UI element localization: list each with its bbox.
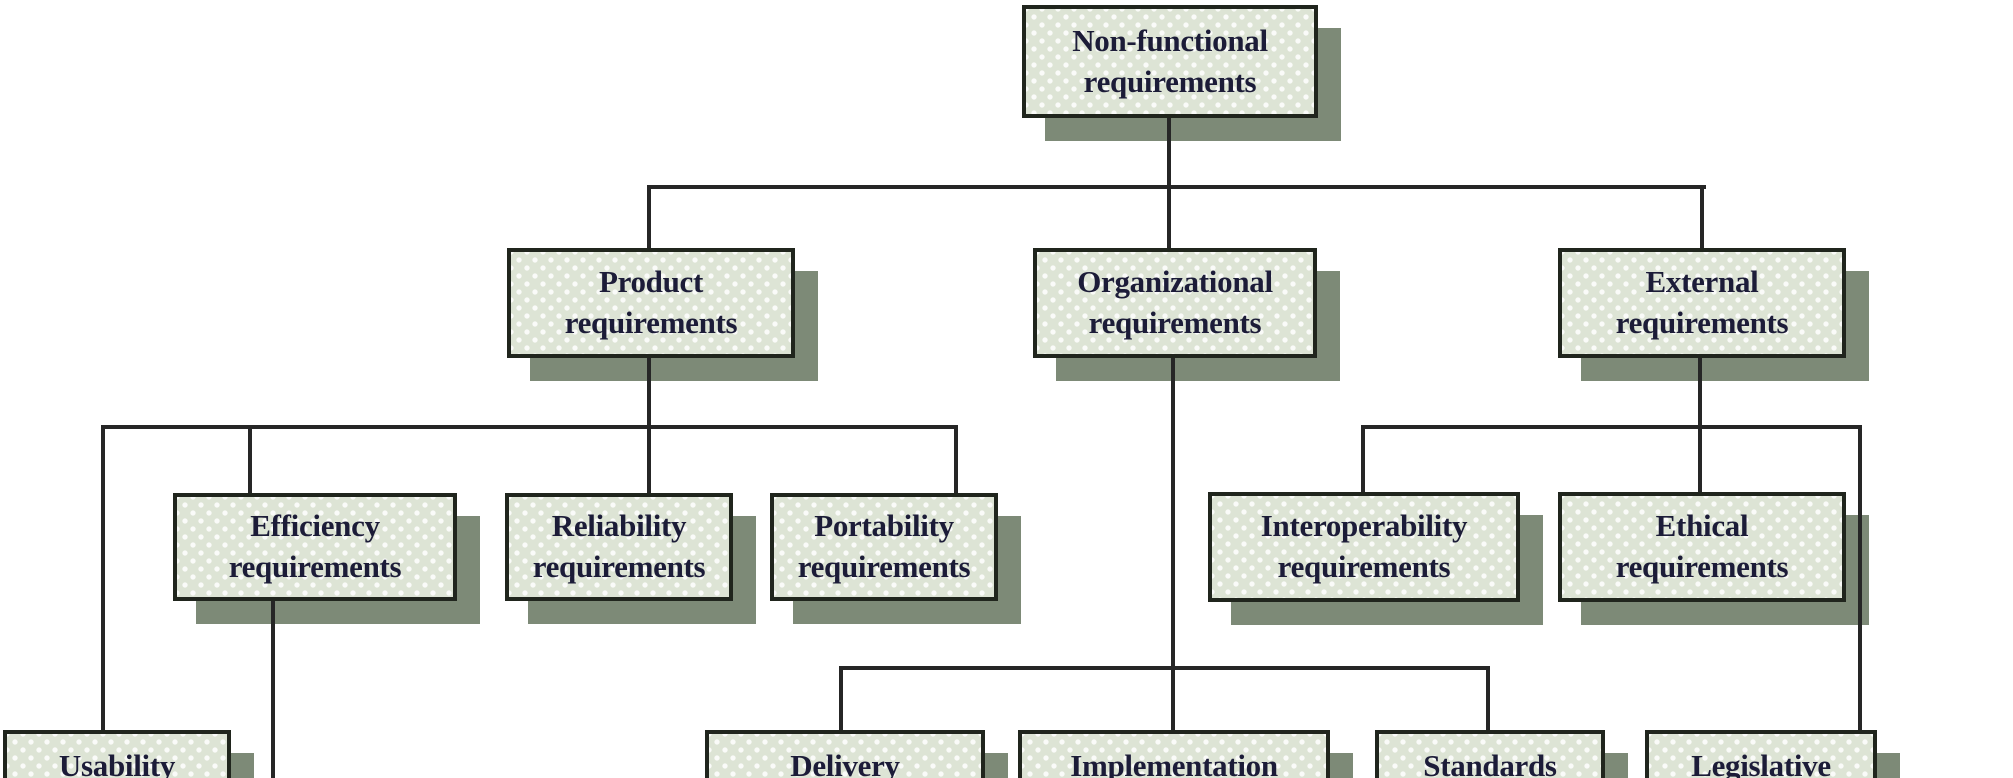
node-portability-requirements: Portability requirements bbox=[770, 493, 998, 601]
node-legislative-requirements: Legislative bbox=[1645, 730, 1877, 778]
connector-line bbox=[839, 666, 843, 732]
connector-line bbox=[1361, 425, 1862, 429]
node-standards-requirements: Standards bbox=[1375, 730, 1605, 778]
node-external-requirements: External requirements bbox=[1558, 248, 1846, 358]
node-delivery-requirements: Delivery bbox=[705, 730, 985, 778]
node-reliability-requirements: Reliability requirements bbox=[505, 493, 733, 601]
connector-line bbox=[101, 425, 958, 429]
node-usability-requirements: Usability bbox=[3, 730, 231, 778]
connector-line bbox=[647, 185, 651, 248]
connector-line bbox=[248, 425, 252, 495]
connector-line bbox=[101, 425, 105, 733]
node-organizational-requirements: Organizational requirements bbox=[1033, 248, 1317, 358]
node-ethical-requirements: Ethical requirements bbox=[1558, 492, 1846, 602]
connector-line bbox=[1486, 666, 1490, 732]
connector-line bbox=[1171, 358, 1175, 730]
connector-line bbox=[954, 425, 958, 493]
node-efficiency-requirements: Efficiency requirements bbox=[173, 493, 457, 601]
node-implementation-requirements: Implementation bbox=[1018, 730, 1330, 778]
node-non-functional-requirements: Non-functional requirements bbox=[1022, 5, 1318, 118]
connector-line bbox=[271, 600, 275, 778]
connector-line bbox=[1361, 425, 1365, 492]
connector-line bbox=[839, 666, 1490, 670]
connector-line bbox=[1858, 425, 1862, 733]
node-product-requirements: Product requirements bbox=[507, 248, 795, 358]
connector-line bbox=[647, 185, 1706, 189]
connector-line bbox=[1167, 118, 1171, 248]
node-interoperability-requirements: Interoperability requirements bbox=[1208, 492, 1520, 602]
connector-line bbox=[1700, 185, 1704, 248]
